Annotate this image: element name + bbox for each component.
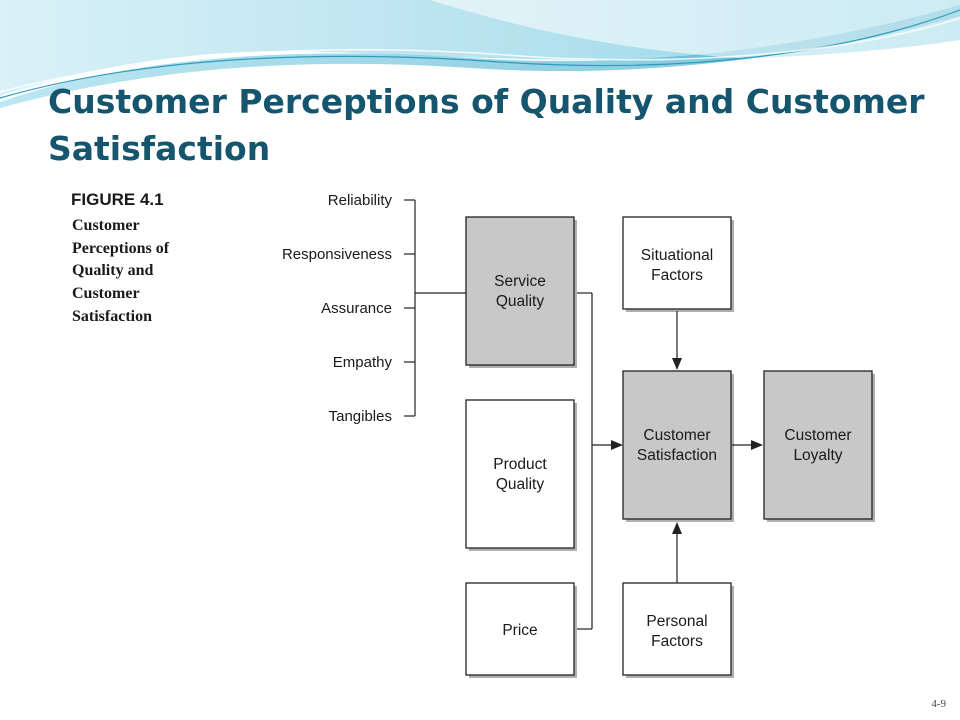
dimension-assurance: Assurance xyxy=(321,300,392,317)
header-wave-decoration xyxy=(0,0,960,108)
caption-line: Satisfaction xyxy=(72,308,152,325)
dimension-empathy: Empathy xyxy=(333,354,393,371)
svg-text:Personal: Personal xyxy=(646,613,707,630)
dimension-responsiveness: Responsiveness xyxy=(282,246,392,263)
dimension-reliability: Reliability xyxy=(328,192,393,209)
box-situational-factors: Situational Factors xyxy=(622,216,734,312)
figure-4-1-diagram: FIGURE 4.1 Customer Perceptions of Quali… xyxy=(62,183,886,688)
dimension-tangibles: Tangibles xyxy=(329,408,392,425)
figure-number: FIGURE 4.1 xyxy=(71,190,164,209)
svg-text:Factors: Factors xyxy=(651,267,703,284)
box-customer-loyalty: Customer Loyalty xyxy=(763,370,875,522)
box-service-quality: Service Quality xyxy=(465,216,577,368)
arrow-to-loyalty xyxy=(751,440,763,450)
box-customer-satisfaction: Customer Satisfaction xyxy=(622,370,734,522)
caption-line: Quality and xyxy=(72,262,153,279)
caption-line: Customer xyxy=(72,217,140,234)
arrow-to-satisfaction xyxy=(611,440,623,450)
svg-text:Quality: Quality xyxy=(496,476,544,493)
box-personal-factors: Personal Factors xyxy=(622,582,734,678)
slide-number: 4-9 xyxy=(931,698,946,710)
svg-text:Customer: Customer xyxy=(643,427,710,444)
box-price: Price xyxy=(465,582,577,678)
caption-line: Perceptions of xyxy=(72,240,170,257)
svg-text:Satisfaction: Satisfaction xyxy=(637,447,717,464)
slide-title: Customer Perceptions of Quality and Cust… xyxy=(48,82,925,168)
svg-text:Price: Price xyxy=(502,622,537,639)
svg-text:Situational: Situational xyxy=(641,247,713,264)
box-product-quality: Product Quality xyxy=(465,399,577,551)
svg-text:Customer: Customer xyxy=(784,427,851,444)
arrow-situational-down xyxy=(672,358,682,370)
svg-text:Quality: Quality xyxy=(496,293,544,310)
svg-text:Factors: Factors xyxy=(651,633,703,650)
inputs-connector xyxy=(577,292,614,630)
svg-text:Loyalty: Loyalty xyxy=(793,447,842,464)
svg-text:Service: Service xyxy=(494,273,546,290)
svg-text:Product: Product xyxy=(493,456,547,473)
caption-line: Customer xyxy=(72,285,140,302)
dimensions-bracket xyxy=(404,199,466,417)
arrow-personal-up xyxy=(672,522,682,534)
